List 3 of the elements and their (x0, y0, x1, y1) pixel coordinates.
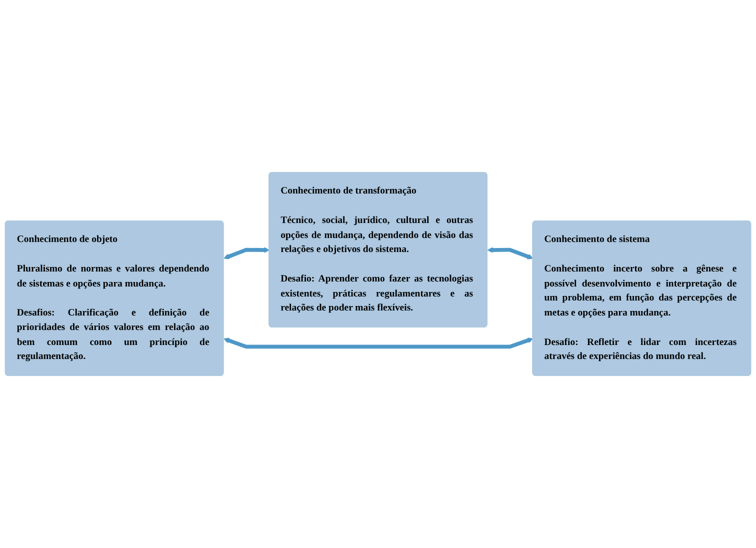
arrow (487, 247, 534, 260)
arrow (224, 338, 534, 349)
arrow (224, 247, 270, 260)
